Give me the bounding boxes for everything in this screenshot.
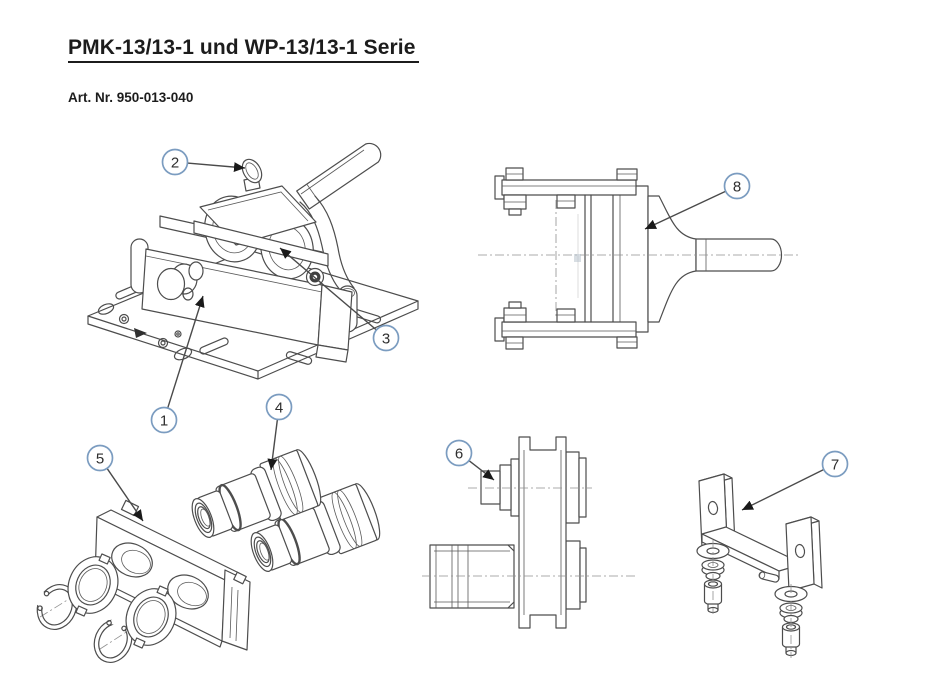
lever-neck <box>647 195 697 323</box>
roller-hub <box>565 451 587 610</box>
callout-8: 8 <box>644 172 751 230</box>
leader-line-6 <box>468 460 495 481</box>
front-housing <box>141 248 323 346</box>
callout-number-3: 3 <box>382 331 390 348</box>
callout-number-8: 8 <box>733 179 741 196</box>
callout-5: 5 <box>86 444 144 522</box>
callout-number-6: 6 <box>455 446 463 463</box>
figure-lever-top-view <box>478 167 800 350</box>
leader-line-7 <box>741 468 825 511</box>
dowel-pin <box>758 571 780 583</box>
frame-rails <box>494 175 637 342</box>
callout-7: 7 <box>741 450 849 511</box>
mounting-bolts <box>503 167 638 350</box>
snap-ring-1 <box>31 584 78 630</box>
callout-circle-1 <box>150 406 178 434</box>
bushing-ring-2 <box>125 585 177 649</box>
callout-circle-2 <box>161 148 189 176</box>
figure-roller-side-view <box>422 436 638 629</box>
callout-2: 2 <box>161 148 246 176</box>
cross-plate <box>584 194 592 323</box>
snap-ring-2 <box>93 612 133 663</box>
article-number: Art. Nr. 950-013-040 <box>68 90 194 105</box>
callout-circle-8 <box>723 172 751 200</box>
leader-line-4 <box>267 419 279 471</box>
callout-number-2: 2 <box>171 155 179 172</box>
centerlines <box>422 487 638 577</box>
mounting-plate <box>518 436 567 629</box>
leader-line-8 <box>644 190 726 230</box>
callout-number-4: 4 <box>275 400 283 417</box>
centerline <box>478 200 800 318</box>
figure-die-plate-exploded <box>31 445 386 663</box>
callout-circle-4 <box>265 393 293 421</box>
callout-circle-6 <box>445 439 473 467</box>
callout-3: 3 <box>279 247 400 352</box>
lever-body <box>612 185 649 333</box>
retaining-rings <box>31 553 177 663</box>
exploded-axis-lines <box>712 540 792 658</box>
clamp-cylinder <box>429 544 515 609</box>
thumb-screw <box>241 158 263 192</box>
callout-number-5: 5 <box>96 451 104 468</box>
die-bore-1 <box>111 542 153 578</box>
leader-line-1 <box>167 295 205 409</box>
leader-line-2 <box>187 162 246 173</box>
pivot-pin <box>480 458 520 517</box>
axle-rail <box>193 220 329 267</box>
leader-line-5 <box>106 467 144 522</box>
leader-line-3 <box>279 247 377 331</box>
hand-lever <box>296 142 382 210</box>
callout-circle-7 <box>821 450 849 478</box>
callout-circle-3 <box>372 324 400 352</box>
callout-circle-5 <box>86 444 114 472</box>
callout-1: 1 <box>150 295 205 434</box>
plate-screws <box>118 313 182 349</box>
page-title: PMK-13/13-1 und WP-13/13-1 Serie <box>68 36 419 63</box>
figure-bracket-exploded <box>696 473 823 658</box>
bushing-ring-1 <box>67 553 119 617</box>
callout-6: 6 <box>445 439 495 481</box>
die-bore-2 <box>167 574 209 610</box>
figure-main-assembly <box>87 142 419 380</box>
callout-number-7: 7 <box>831 457 839 474</box>
plate-flange <box>221 569 251 651</box>
dimension-mark <box>574 254 581 262</box>
callout-4: 4 <box>265 393 293 471</box>
right-block <box>315 284 353 363</box>
callout-number-1: 1 <box>160 413 168 430</box>
callouts: 1 2 3 4 5 <box>86 148 849 522</box>
